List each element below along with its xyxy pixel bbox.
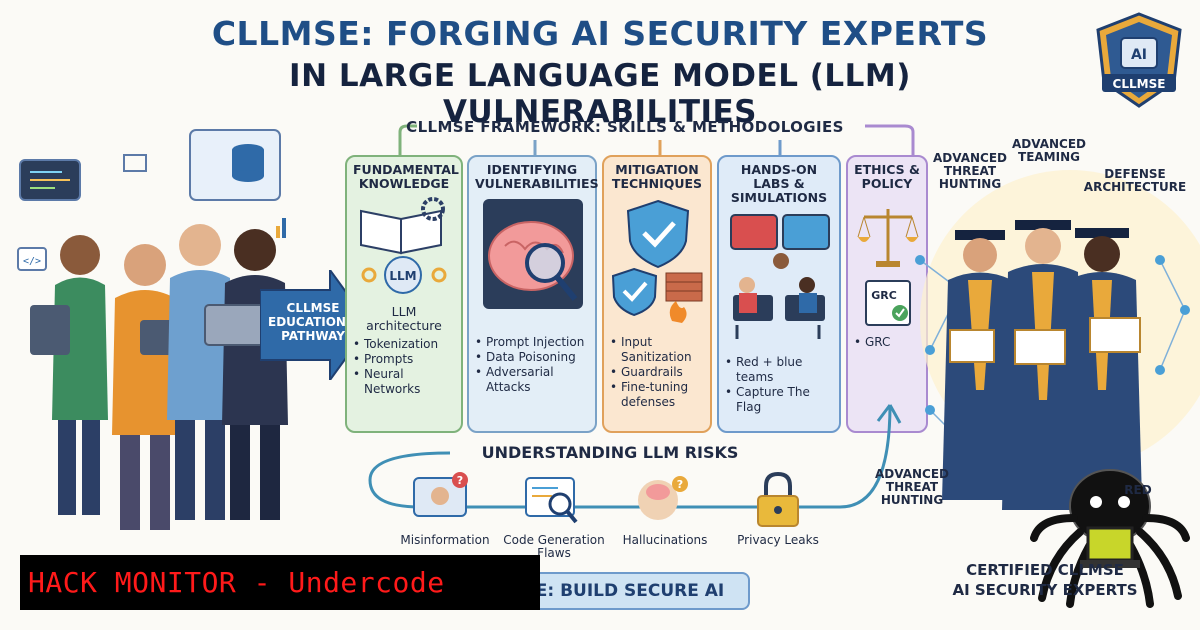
label-advanced-threat-hunting: ADVANCED THREAT HUNTING <box>932 151 1007 191</box>
svg-text:?: ? <box>457 474 463 487</box>
brain-magnifier-icon <box>483 199 583 309</box>
list-item: Adversarial Attacks <box>475 365 589 395</box>
risk-label-code-generation: Code Generation Flaws <box>503 533 605 560</box>
certified-line-1: CERTIFIED CLLMSE <box>966 561 1124 579</box>
llm-architecture-label: LLM architecture <box>366 304 442 333</box>
shield-firewall-icon <box>611 199 703 323</box>
label-red-partial: RED <box>1124 483 1152 497</box>
svg-text:</>: </> <box>23 256 41 267</box>
risks-title: UNDERSTANDING LLM RISKS <box>481 443 739 462</box>
list-item: Guardrails <box>610 365 704 380</box>
panel-mitigation-techniques: MITIGATION TECHNIQUES Input Sanitization… <box>602 155 712 433</box>
title-line-1: CLLMSE: FORGING AI SECURITY EXPERTS <box>211 14 989 53</box>
svg-text:?: ? <box>677 478 683 491</box>
list-item: Red + blue teams <box>725 355 833 385</box>
list-item: Prompts <box>353 352 455 367</box>
badge-cllmse-text: CLLMSE <box>1113 77 1166 91</box>
hallucination-icon: ? <box>638 476 688 520</box>
panel-fundamental-knowledge: FUNDAMENTAL KNOWLEDGE LLM LLM architectu… <box>345 155 463 433</box>
pathway-label: CLLMSE EDUCATIONAL PATHWAY <box>268 301 363 343</box>
panel-title: IDENTIFYING VULNERABILITIES <box>475 162 599 191</box>
panel-ethics-policy: ETHICS & POLICY GRC GRC <box>846 155 928 433</box>
panel-identifying-vulnerabilities: IDENTIFYING VULNERABILITIES Prompt Injec… <box>467 155 599 433</box>
panel-title: MITIGATION TECHNIQUES <box>611 162 703 191</box>
risk-label-misinformation: Misinformation <box>400 533 490 547</box>
framework-header: CLLMSE FRAMEWORK: SKILLS & METHODOLOGIES <box>406 118 844 136</box>
lock-icon <box>757 471 799 527</box>
certified-experts-text: CERTIFIED CLLMSE AI SECURITY EXPERTS <box>930 560 1160 600</box>
book-gear-llm-icon: LLM <box>360 197 447 294</box>
misinformation-icon: ? <box>413 472 468 517</box>
risk-label-privacy-leaks: Privacy Leaks <box>737 533 819 547</box>
list-item: Capture The Flag <box>725 385 833 415</box>
list-item: Input Sanitization <box>610 335 704 365</box>
code-generation-icon <box>525 477 578 524</box>
certified-line-2: AI SECURITY EXPERTS <box>952 581 1138 599</box>
list-item: Tokenization <box>353 337 455 352</box>
panel-title: HANDS-ON LABS & SIMULATIONS <box>730 162 828 205</box>
build-secure-ai-banner: E: BUILD SECURE AI <box>510 572 750 610</box>
label-defense-architecture: DEFENSE ARCHITECTURE <box>1083 167 1187 194</box>
cllmse-badge-icon: AI CLLMSE <box>1096 12 1182 108</box>
risk-flow-arrow <box>368 404 902 509</box>
badge-ai-text: AI <box>1131 47 1147 63</box>
hack-monitor-watermark: HACK MONITOR - Undercode <box>20 555 540 610</box>
list-item: Neural Networks <box>353 367 455 397</box>
list-item: Fine-tuning defenses <box>610 380 704 410</box>
title-line-2: IN LARGE LANGUAGE MODEL (LLM) VULNERABIL… <box>289 58 911 130</box>
octopus-mascot-icon <box>1030 469 1190 608</box>
llm-icon-label: LLM <box>389 269 416 283</box>
list-item: Data Poisoning <box>475 350 589 365</box>
framework-bracket <box>398 124 915 155</box>
label-advanced-teaming: ADVANCED TEAMING <box>1011 137 1086 164</box>
graduates-illustration <box>915 170 1200 510</box>
scales-grc-icon: GRC <box>857 209 919 326</box>
panel-title: ETHICS & POLICY <box>854 162 920 191</box>
risk-label-hallucinations: Hallucinations <box>622 533 708 547</box>
panel-title: FUNDAMENTAL KNOWLEDGE <box>353 162 459 191</box>
grc-doc-label: GRC <box>871 289 897 302</box>
students-illustration: </> <box>17 129 288 530</box>
label-advanced-threat-hunting-lower: ADVANCED THREAT HUNTING <box>874 467 949 507</box>
list-item: Prompt Injection <box>475 335 589 350</box>
panel-hands-on-labs: HANDS-ON LABS & SIMULATIONS Red + blue t… <box>717 155 841 433</box>
lab-workstation-icon <box>730 214 830 339</box>
list-item: GRC <box>854 335 920 350</box>
